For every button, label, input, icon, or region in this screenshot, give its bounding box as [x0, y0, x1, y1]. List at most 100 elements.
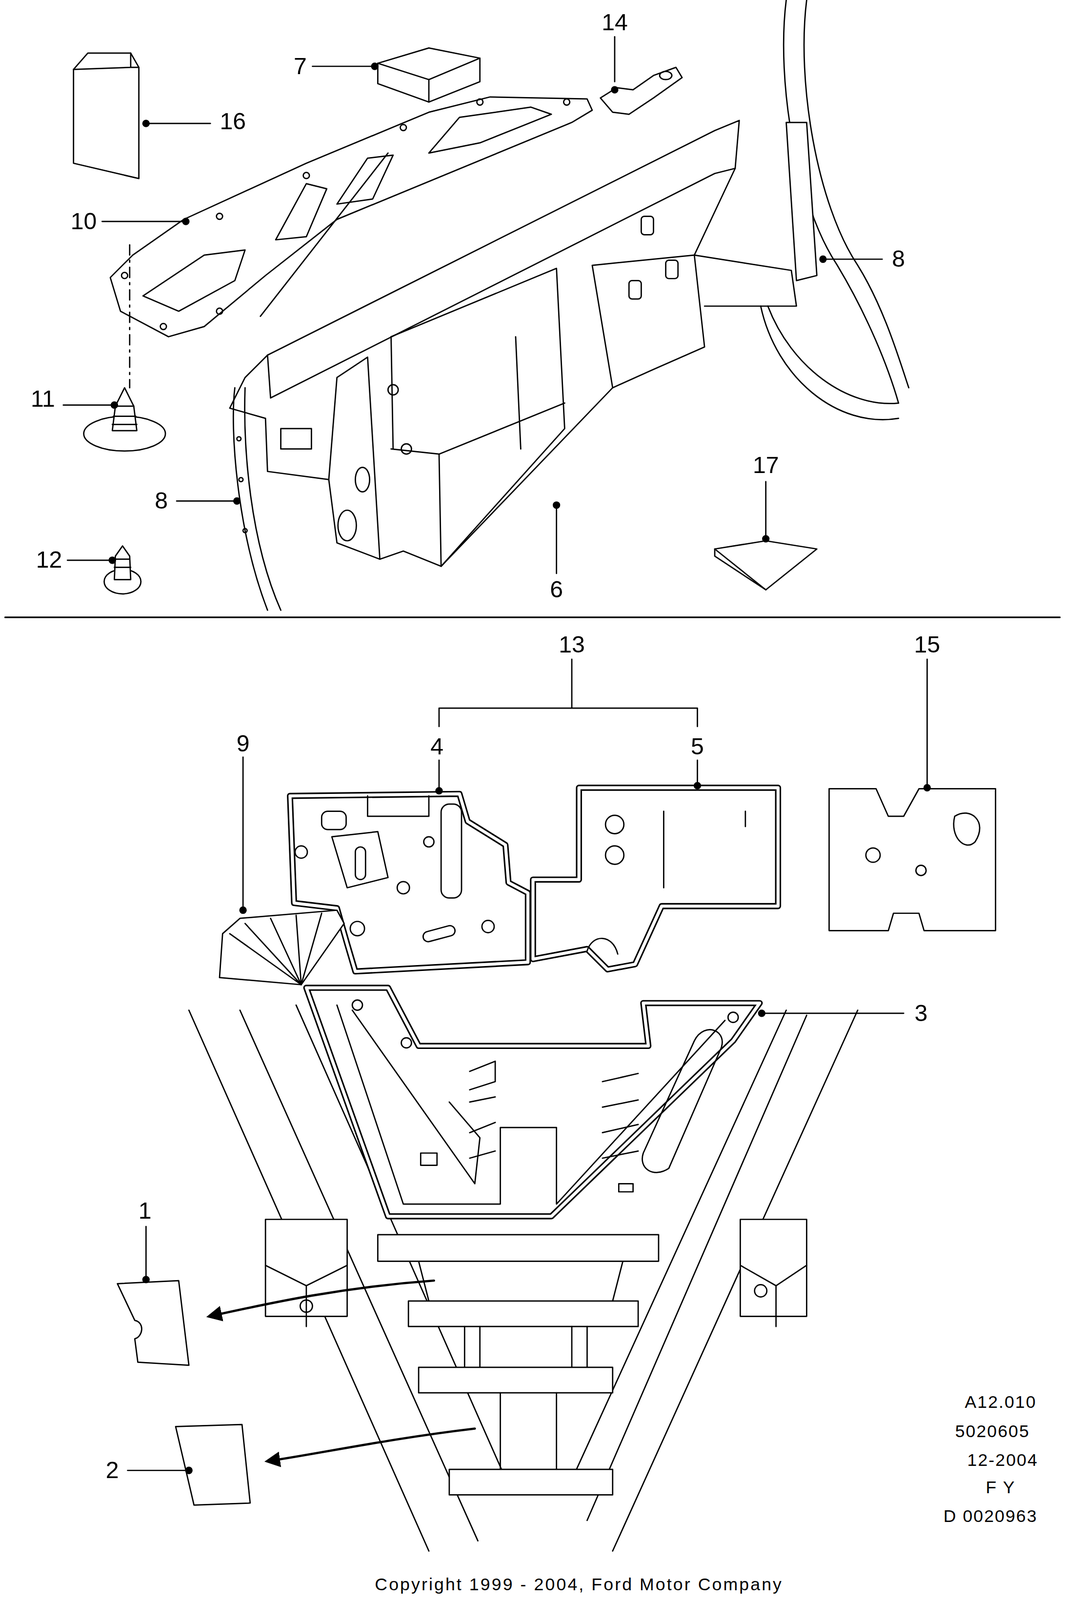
part-4-insulator [350, 922, 365, 937]
tunnel-crossbars [418, 1367, 613, 1394]
part-9-pad [219, 910, 344, 986]
leader-line [147, 122, 211, 125]
leader-line [555, 507, 558, 574]
part-15-pad [915, 865, 926, 876]
callout-number: 16 [219, 109, 246, 134]
part-5-insulator [533, 787, 779, 970]
callout-number: 8 [154, 489, 168, 513]
part-15-pad [828, 788, 996, 931]
part-12-clip [103, 545, 141, 594]
part-5-insulator [605, 815, 624, 835]
copyright-caption: Copyright 1999 - 2004, Ford Motor Compan… [374, 1576, 784, 1595]
part-12-clip [114, 559, 131, 568]
part-10-cowl-panel [216, 308, 223, 315]
tunnel-crossbars [500, 1393, 557, 1470]
leader-line [67, 559, 111, 562]
part-11-clip [112, 387, 137, 431]
leader-line [694, 783, 701, 790]
part-17-pad [714, 541, 817, 590]
pillar-left [244, 387, 282, 611]
part-4-insulator [423, 837, 435, 848]
part-15-pad [865, 848, 881, 863]
part-3-tunnel-insulator [642, 1030, 723, 1174]
pillar-right [804, 0, 909, 388]
part-3-tunnel-insulator [352, 1000, 363, 1011]
part-6-dash-insulator [328, 357, 381, 560]
drawing-date: 12-2004 [967, 1452, 1039, 1470]
crossmember-blocks [740, 1220, 807, 1318]
part-4-insulator [397, 882, 410, 895]
crossmember-blocks [265, 1220, 807, 1328]
leader-line [371, 63, 379, 70]
part-9-pad [229, 913, 322, 986]
part-4-insulator [441, 804, 462, 899]
leader-line [63, 36, 883, 574]
callout-number: 1 [138, 1200, 152, 1224]
part-4-insulator [482, 920, 495, 933]
leader-line [109, 557, 116, 564]
leader-line [142, 120, 150, 127]
part-10-cowl-panel [428, 107, 552, 154]
part-14-bracket [600, 67, 683, 115]
leader-line [553, 502, 560, 509]
part-4-insulator [422, 925, 457, 944]
part-10-cowl-panel [142, 250, 245, 312]
part-6-dash-insulator [641, 216, 654, 236]
part-3-tunnel-insulator [352, 1010, 481, 1185]
leader-line [820, 256, 827, 263]
part-10-cowl-panel [275, 183, 327, 241]
part-3-tunnel-insulator [727, 1012, 739, 1024]
leader-line [142, 1277, 150, 1284]
part-6-dash-insulator [281, 428, 312, 450]
part-10-cowl-panel [476, 99, 483, 106]
part-3-tunnel-insulator [306, 988, 760, 1218]
callout-number: 5 [690, 735, 704, 760]
pillar-left [242, 528, 247, 533]
drawing-code: F Y [985, 1479, 1016, 1498]
part-12-clip [114, 545, 131, 580]
leader-line [185, 1468, 193, 1475]
part-11-clip [128, 244, 131, 388]
part-3-tunnel-insulator [337, 1005, 725, 1205]
pillar-right [767, 306, 899, 404]
part-17-pad [714, 549, 766, 591]
tunnel-crossbars [418, 1261, 624, 1302]
callout-number: 14 [601, 10, 628, 35]
callout-number: 15 [914, 633, 941, 657]
part-3-tunnel-insulator [469, 1061, 496, 1159]
part-10-cowl-panel [121, 272, 128, 280]
drawing-code: 5020605 [955, 1423, 1030, 1442]
leader-line [182, 218, 190, 225]
leader-line [312, 65, 375, 68]
part-7-pad [377, 47, 480, 102]
part-4-insulator [355, 847, 366, 881]
leader-line [926, 659, 928, 786]
leader-line [438, 760, 441, 790]
callout-number: 12 [36, 548, 63, 573]
leader-line [242, 757, 244, 909]
tunnel-crossbars [377, 1235, 659, 1496]
callout-number: 4 [430, 735, 444, 760]
part-6-dash-insulator [391, 268, 565, 567]
part-2-pad [175, 1425, 251, 1506]
leader-line [764, 482, 767, 540]
part-16-pad [73, 53, 140, 179]
tunnel-crossbars [408, 1301, 639, 1328]
leader-line [240, 907, 247, 914]
crossmember-blocks [300, 1300, 313, 1313]
section-divider [4, 616, 1060, 619]
pillar-right [694, 0, 909, 421]
leader-line [111, 402, 118, 409]
part-6-dash-insulator [592, 255, 695, 388]
callout-number: 11 [30, 387, 56, 411]
leader-line [762, 536, 769, 543]
part-6-dash-insulator [229, 120, 740, 567]
pillar-left [233, 387, 281, 611]
callout-number: 9 [236, 732, 250, 756]
part-2-pad [175, 1425, 251, 1506]
part-10-cowl-panel [260, 153, 389, 317]
callout-number: 3 [914, 1002, 928, 1026]
leader-line [696, 760, 699, 785]
part-3-tunnel-insulator [401, 1038, 412, 1049]
